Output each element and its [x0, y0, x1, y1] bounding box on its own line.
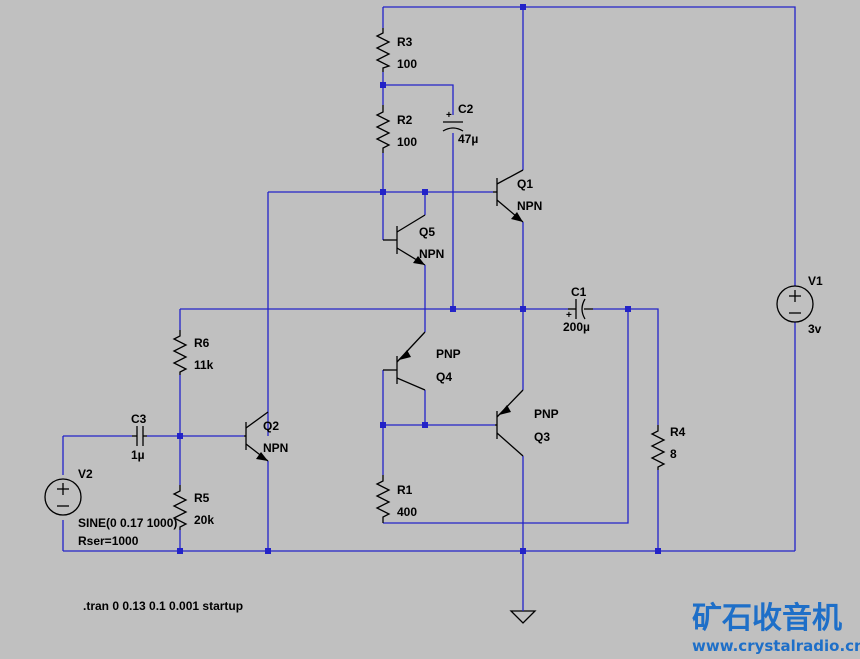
q1-name: Q1	[517, 177, 533, 191]
capacitor-c1[interactable]: + C1 200µ	[563, 285, 593, 334]
capacitor-c3[interactable]: C3 1µ	[131, 412, 147, 462]
v2-value: SINE(0 0.17 1000)	[78, 516, 177, 530]
voltage-source-v1[interactable]: V1 3v	[776, 274, 823, 336]
junctions	[177, 4, 661, 554]
capacitor-c2[interactable]: + C2 47µ	[442, 102, 478, 146]
q4-name: Q4	[436, 370, 452, 384]
watermark-title: 矿石收音机	[692, 601, 842, 636]
r5-value: 20k	[194, 513, 214, 527]
r3-value: 100	[397, 57, 417, 71]
v2-rser: Rser=1000	[78, 534, 139, 548]
r4-name: R4	[670, 425, 686, 439]
c1-value: 200µ	[563, 320, 590, 334]
ground-symbol	[509, 600, 537, 624]
q3-name: Q3	[534, 430, 550, 444]
transistor-q2[interactable]: Q2 NPN	[244, 411, 288, 462]
v1-name: V1	[808, 274, 823, 288]
c2-polarity: +	[446, 110, 452, 121]
c1-name: C1	[571, 285, 587, 299]
c3-value: 1µ	[131, 448, 145, 462]
r2-name: R2	[397, 113, 413, 127]
r3-name: R3	[397, 35, 413, 49]
r6-name: R6	[194, 336, 210, 350]
resistor-r1[interactable]: R1 400	[375, 475, 417, 523]
r2-value: 100	[397, 135, 417, 149]
v2-name: V2	[78, 467, 93, 481]
wires	[62, 6, 796, 600]
watermark-logo: 矿石收音机 www.crystalradio.cn	[692, 601, 860, 655]
c2-name: C2	[458, 102, 474, 116]
voltage-source-v2[interactable]: V2 SINE(0 0.17 1000) Rser=1000	[44, 467, 177, 548]
resistor-r5[interactable]: R5 20k	[172, 485, 214, 530]
r6-value: 11k	[194, 358, 214, 372]
c3-name: C3	[131, 412, 147, 426]
q4-type: PNP	[436, 347, 461, 361]
resistor-r2[interactable]: R2 100	[375, 105, 417, 153]
q2-name: Q2	[263, 419, 279, 433]
r5-name: R5	[194, 491, 210, 505]
q2-type: NPN	[263, 441, 288, 455]
watermark-url: www.crystalradio.cn	[692, 637, 860, 655]
r1-value: 400	[397, 505, 417, 519]
q5-name: Q5	[419, 225, 435, 239]
c2-value: 47µ	[458, 132, 478, 146]
q1-type: NPN	[517, 199, 542, 213]
resistor-r4[interactable]: R4 8	[650, 425, 686, 470]
v1-value: 3v	[808, 322, 822, 336]
r4-value: 8	[670, 447, 677, 461]
transistor-q5[interactable]: Q5 NPN	[383, 214, 444, 266]
q5-type: NPN	[419, 247, 444, 261]
q3-type: PNP	[534, 407, 559, 421]
transistor-q4[interactable]: PNP Q4	[383, 331, 461, 391]
transistor-q3[interactable]: PNP Q3	[495, 389, 559, 457]
resistor-r3[interactable]: R3 100	[375, 28, 417, 72]
transistor-q1[interactable]: Q1 NPN	[493, 169, 542, 223]
c1-polarity: +	[566, 310, 572, 321]
resistor-r6[interactable]: R6 11k	[172, 330, 214, 375]
spice-directive[interactable]: .tran 0 0.13 0.1 0.001 startup	[83, 599, 243, 613]
r1-name: R1	[397, 483, 413, 497]
